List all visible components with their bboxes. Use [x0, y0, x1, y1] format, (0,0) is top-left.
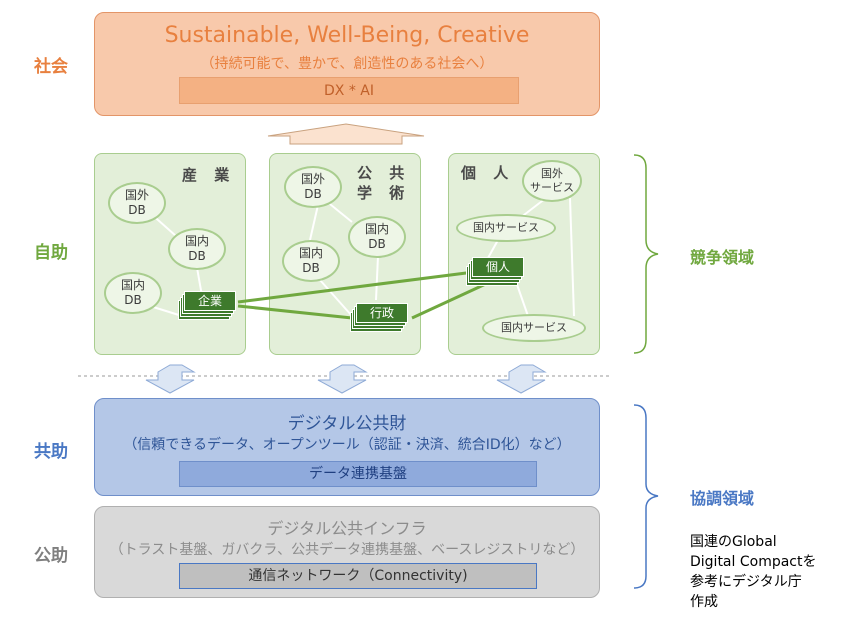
node-public-domestic-db-2: 国内 DB: [282, 240, 340, 282]
entity-individual: 個人: [466, 257, 524, 286]
link-company-government: [237, 304, 353, 320]
entity-government: 行政: [350, 303, 408, 332]
node-public-foreign-db: 国外 DB: [284, 166, 342, 208]
entity-company-label: 企業: [184, 291, 236, 311]
society-box: Sustainable, Well-Being, Creative （持続可能で…: [94, 12, 600, 116]
label-cooperation: 協調領域: [690, 489, 755, 508]
competition-brace: [633, 154, 659, 354]
node-industry-domestic-db-1: 国内 DB: [168, 228, 226, 270]
public-title: デジタル公共インフラ: [267, 519, 427, 538]
label-society: 社会: [34, 57, 68, 77]
link-government-individual: [411, 280, 491, 320]
label-competition: 競争領域: [690, 248, 755, 267]
source-note: 国連のGlobal Digital Compactを 参考にデジタル庁 作成: [690, 534, 817, 610]
panel-title-individual: 個 人: [461, 164, 515, 182]
mutual-title: デジタル公共財: [287, 414, 407, 434]
node-industry-domestic-db-2: 国内 DB: [104, 272, 162, 314]
public-box: デジタル公共インフラ （トラスト基盤、ガバクラ、公共データ連携基盤、ベースレジス…: [94, 506, 600, 598]
label-mutual-help: 共助: [34, 442, 68, 462]
double-arrow-left: [145, 364, 196, 394]
node-industry-foreign-db: 国外 DB: [108, 182, 166, 224]
public-subtitle: （トラスト基盤、ガバクラ、公共データ連携基盤、ベースレジストリなど）: [109, 542, 585, 558]
data-linkage-bar: データ連携基盤: [179, 461, 537, 487]
link-company-individual: [237, 270, 475, 304]
panel-title-public-academic: 公 共 学 術: [357, 164, 411, 202]
node-individual-foreign-service: 国外 サービス: [522, 160, 582, 202]
node-individual-domestic-service-1: 国内サービス: [456, 214, 556, 242]
node-public-domestic-db-1: 国内 DB: [348, 216, 406, 258]
society-title: Sustainable, Well-Being, Creative: [164, 23, 530, 48]
label-self-help: 自助: [34, 243, 68, 263]
cooperation-brace: [633, 404, 659, 589]
panel-title-industry: 産 業: [182, 166, 236, 184]
connectivity-bar: 通信ネットワーク（Connectivity): [179, 563, 537, 589]
entity-government-label: 行政: [356, 303, 408, 323]
node-individual-domestic-service-2: 国内サービス: [482, 314, 586, 342]
double-arrow-center: [317, 364, 368, 394]
double-arrow-right: [496, 364, 547, 394]
mutual-box: デジタル公共財 （信頼できるデータ、オープンツール（認証・決済、統合ID化）など…: [94, 398, 600, 496]
entity-individual-label: 個人: [472, 257, 524, 277]
up-arrow: [267, 123, 425, 145]
society-subtitle: （持続可能で、豊かで、創造性のある社会へ）: [200, 56, 494, 72]
mutual-subtitle: （信頼できるデータ、オープンツール（認証・決済、統合ID化）など）: [123, 437, 571, 453]
entity-company: 企業: [178, 291, 236, 320]
label-public-help: 公助: [34, 546, 68, 566]
dx-ai-bar: DX * AI: [179, 77, 519, 104]
